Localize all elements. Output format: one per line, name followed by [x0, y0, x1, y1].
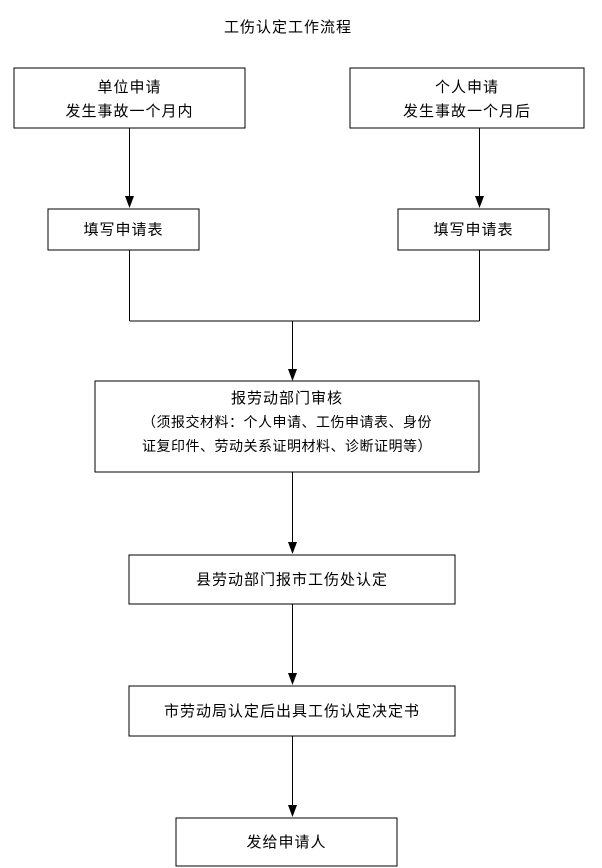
node-city-decision-label: 市劳动局认定后出具工伤认定决定书	[164, 702, 420, 720]
arrow-review-to-county-head	[288, 542, 297, 554]
node-personal-apply-line2: 发生事故一个月后	[403, 102, 531, 120]
node-city-decision: 市劳动局认定后出具工伤认定决定书	[128, 685, 456, 737]
node-labor-review-line3: 证复印件、劳动关系证明材料、诊断证明等）	[142, 438, 432, 455]
arrow-unit-to-form-head	[125, 196, 134, 208]
node-unit-apply: 单位申请 发生事故一个月内	[13, 67, 246, 129]
node-city-decision-box	[128, 685, 456, 737]
node-unit-apply-line1: 单位申请	[97, 78, 161, 96]
node-labor-review: 报劳动部门审核 （须报交材料：个人申请、工伤申请表、身份 证复印件、劳动关系证明…	[94, 380, 480, 473]
node-issue-applicant: 发给申请人	[175, 817, 398, 867]
node-issue-applicant-box	[175, 817, 398, 867]
node-county-report: 县劳动部门报市工伤处认定	[128, 554, 456, 605]
node-fill-form-right: 填写申请表	[397, 208, 550, 251]
node-labor-review-line2: （须报交材料：个人申请、工伤申请表、身份	[142, 414, 432, 431]
node-personal-apply-line1: 个人申请	[435, 78, 499, 96]
node-labor-review-box	[94, 380, 480, 473]
node-fill-form-right-box	[397, 208, 550, 251]
diagram-title: 工伤认定工作流程	[224, 18, 352, 36]
arrow-personal-to-form-head	[475, 196, 484, 208]
node-unit-apply-box	[13, 67, 246, 129]
node-fill-form-right-label: 填写申请表	[433, 221, 513, 239]
node-county-report-box	[128, 554, 456, 605]
node-issue-applicant-label: 发给申请人	[246, 833, 326, 851]
node-labor-review-line1: 报劳动部门审核	[231, 389, 343, 407]
node-personal-apply-box	[349, 67, 585, 129]
node-fill-form-left: 填写申请表	[47, 208, 200, 251]
node-fill-form-left-box	[47, 208, 200, 251]
arrow-merge-to-review-head	[288, 369, 297, 381]
arrow-city-to-issue-head	[288, 805, 297, 817]
node-fill-form-left-label: 填写申请表	[83, 221, 163, 239]
node-personal-apply: 个人申请 发生事故一个月后	[349, 67, 585, 129]
node-unit-apply-line2: 发生事故一个月内	[65, 102, 193, 120]
arrow-county-to-city-head	[288, 673, 297, 685]
node-county-report-label: 县劳动部门报市工伤处认定	[196, 571, 388, 589]
